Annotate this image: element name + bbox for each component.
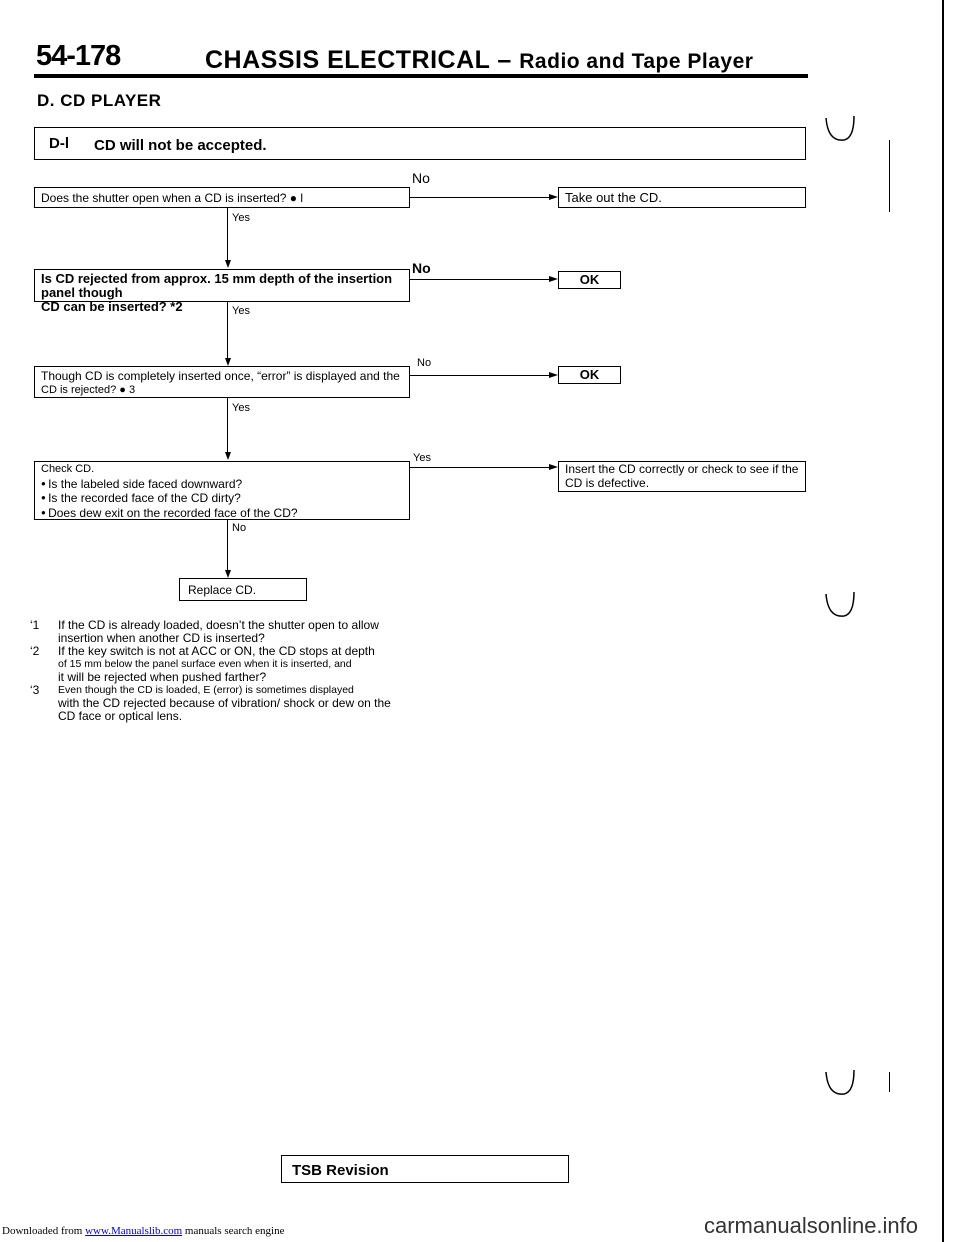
flow-question-3-line1: Though CD is completely inserted once, “… [41, 369, 400, 383]
list-item: Is the labeled side faced downward? [41, 477, 403, 492]
flow-connector [227, 302, 229, 360]
chapter-subtitle: Radio and Tape Player [519, 50, 754, 73]
flow-result-4: Insert the CD correctly or check to see … [558, 461, 806, 492]
binding-mark-icon [825, 115, 855, 141]
arrow-right-icon [549, 372, 558, 378]
note-2: ‘2 If the key switch is not at ACC or ON… [30, 645, 410, 684]
arrow-right-icon [549, 276, 558, 282]
note-2-line: of 15 mm below the panel surface even wh… [58, 658, 352, 670]
flow-no-label-4: No [232, 522, 247, 534]
flow-question-1-text: Does the shutter open when a CD is inser… [41, 191, 304, 205]
header-rule [34, 74, 808, 78]
flow-question-3-line2: CD is rejected? ● 3 [41, 384, 136, 396]
list-item: Does dew exit on the recorded face of th… [41, 506, 403, 521]
flow-connector [227, 208, 229, 262]
flow-action-text: Replace CD. [188, 583, 257, 597]
note-1-line: If the CD is already loaded, doesn’t the… [58, 618, 379, 632]
note-3-mark: ‘3 [30, 683, 40, 697]
flow-question-2: Is CD rejected from approx. 15 mm depth … [34, 269, 410, 314]
flow-result-1-text: Take out the CD. [565, 190, 662, 205]
binding-mark-icon [825, 1069, 855, 1095]
flow-connector [410, 467, 550, 469]
flow-result-4-line1: Insert the CD correctly or check to see … [565, 462, 799, 476]
trouble-code: D-l [49, 135, 69, 152]
note-1: ‘1 If the CD is already loaded, doesn’t … [30, 619, 410, 645]
flow-check-box: Check CD. Is the labeled side faced down… [34, 461, 410, 520]
flow-yes-label-4: Yes [413, 452, 431, 464]
flow-result-4-line2: CD is defective. [565, 475, 650, 490]
trouble-description: CD will not be accepted. [94, 137, 267, 154]
arrow-down-icon [225, 260, 231, 268]
arrow-right-icon [549, 464, 558, 470]
note-1-mark: ‘1 [30, 618, 40, 632]
arrow-down-icon [225, 358, 231, 366]
title-separator: – [497, 46, 512, 74]
flow-result-2-ok: OK [558, 271, 621, 289]
binding-tick [889, 1072, 890, 1092]
flow-connector [410, 197, 550, 199]
flow-question-2-line1: Is CD rejected from approx. 15 mm depth … [41, 271, 393, 300]
note-3-line: CD face or optical lens. [58, 709, 183, 723]
flow-action-box: Replace CD. [179, 578, 307, 601]
flow-connector [410, 375, 550, 377]
note-2-mark: ‘2 [30, 644, 40, 658]
flow-no-label-2: No [412, 260, 431, 276]
note-3: ‘3 Even though the CD is loaded, E (erro… [30, 684, 410, 723]
flow-no-label-1: No [412, 170, 430, 186]
note-1-line: insertion when another CD is inserted? [58, 631, 265, 645]
flow-result-3-ok: OK [558, 366, 621, 384]
note-3-line: Even though the CD is loaded, E (error) … [58, 684, 354, 696]
notes-section: ‘1 If the CD is already loaded, doesn’t … [30, 619, 410, 723]
footer-middle: manuals search engine [184, 1225, 285, 1237]
arrow-down-icon [225, 452, 231, 460]
flow-connector [227, 398, 229, 454]
chapter-title: CHASSIS ELECTRICAL [205, 46, 490, 74]
section-title: D. CD PLAYER [37, 91, 162, 110]
arrow-right-icon [549, 194, 558, 200]
binding-mark-icon [825, 591, 855, 617]
binding-tick [889, 140, 890, 212]
note-2-line: If the key switch is not at ACC or ON, t… [58, 644, 375, 658]
note-3-line: with the CD rejected because of vibratio… [58, 696, 391, 710]
flow-result-1: Take out the CD. [558, 187, 806, 208]
download-footer: Downloaded from www.Manualslib.com manua… [2, 1225, 284, 1237]
flow-check-list: Is the labeled side faced downward? Is t… [41, 477, 403, 521]
list-item: Is the recorded face of the CD dirty? [41, 491, 403, 506]
flow-connector [227, 520, 229, 572]
manualslib-link[interactable]: www.Manualslib.com [85, 1225, 183, 1237]
flow-yes-label-3: Yes [232, 402, 250, 414]
flow-yes-label-2: Yes [232, 305, 250, 317]
flow-check-title: Check CD. [41, 463, 95, 475]
flow-question-2-line2: CD can be inserted? *2 [41, 299, 183, 314]
flow-question-1: Does the shutter open when a CD is inser… [34, 187, 410, 208]
footer-prefix: Downloaded from [2, 1225, 83, 1237]
watermark: carmanualsonline.info [704, 1213, 919, 1238]
trouble-symptom-box: D-l CD will not be accepted. [34, 127, 806, 160]
flow-connector [410, 279, 550, 281]
arrow-down-icon [225, 570, 231, 578]
binding-rule [942, 0, 944, 1242]
flow-yes-label-1: Yes [232, 212, 250, 224]
note-2-line: it will be rejected when pushed farther? [58, 670, 267, 684]
flow-question-3: Though CD is completely inserted once, “… [34, 366, 410, 398]
flow-no-label-3: No [417, 357, 432, 369]
tsb-revision-box: TSB Revision [281, 1155, 569, 1183]
tsb-revision-label: TSB Revision [292, 1162, 389, 1179]
page-title: CHASSIS ELECTRICAL – Radio and Tape Play… [205, 46, 753, 75]
page-number: 54-178 [36, 40, 121, 72]
flow-result-3-text: OK [579, 367, 600, 382]
flow-result-2-text: OK [579, 272, 600, 287]
